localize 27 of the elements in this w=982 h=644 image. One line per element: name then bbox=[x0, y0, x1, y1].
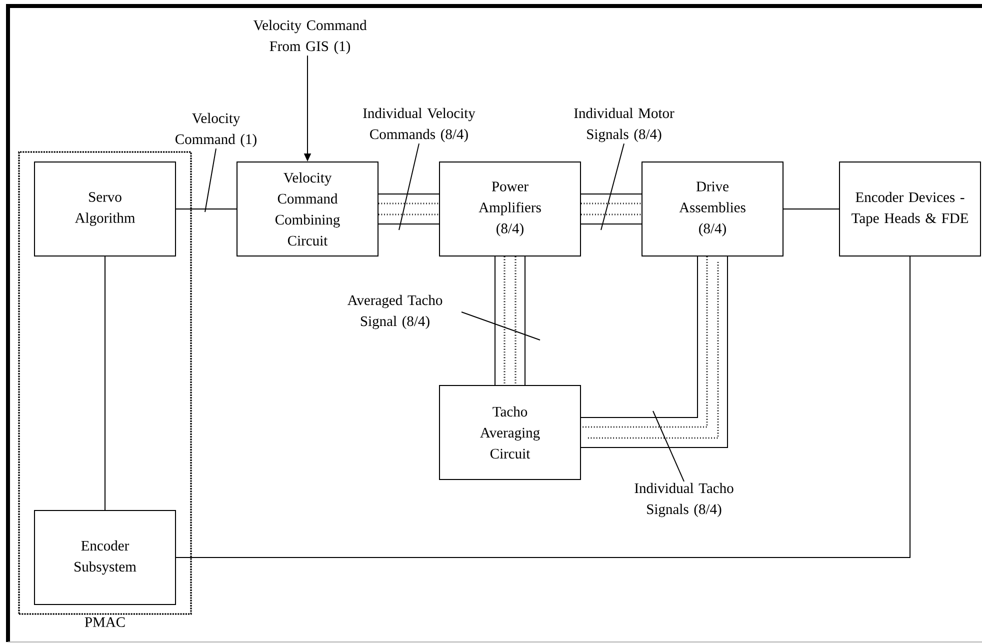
signal-bus bbox=[581, 194, 642, 224]
signal-label: Individual Velocity Commands (8/4) bbox=[363, 108, 476, 142]
signal-label: Averaged Tacho Signal (8/4) bbox=[347, 294, 442, 330]
signal-bus bbox=[378, 194, 439, 224]
connector-line bbox=[176, 256, 910, 558]
connector-line bbox=[176, 208, 237, 210]
leader-line bbox=[652, 410, 684, 482]
connector-line bbox=[783, 208, 840, 210]
process-box: Encoder Devices - Tape Heads & FDE bbox=[839, 162, 981, 256]
leader-line bbox=[461, 312, 540, 340]
process-box: Tacho Averaging Circuit bbox=[439, 385, 581, 480]
leader-line bbox=[204, 148, 216, 212]
process-box: Power Amplifiers (8/4) bbox=[439, 162, 581, 256]
leader-line bbox=[600, 143, 624, 230]
signal-label: Velocity Command (1) bbox=[176, 112, 256, 148]
signal-label: Velocity Command From GIS (1) bbox=[253, 20, 367, 54]
signal-label: Individual Tacho Signals (8/4) bbox=[634, 482, 734, 518]
signal-bus bbox=[494, 256, 526, 385]
process-box: Servo Algorithm bbox=[34, 162, 176, 256]
process-box: Encoder Subsystem bbox=[34, 510, 176, 605]
signal-label: Individual Motor Signals (8/4) bbox=[574, 108, 674, 142]
leader-line bbox=[398, 143, 420, 230]
node-label: PMAC bbox=[84, 617, 125, 628]
process-box: Velocity Command Combining Circuit bbox=[236, 162, 378, 256]
process-box: Drive Assemblies (8/4) bbox=[642, 162, 784, 256]
signal-bus bbox=[581, 256, 728, 448]
connector-line bbox=[104, 256, 106, 510]
